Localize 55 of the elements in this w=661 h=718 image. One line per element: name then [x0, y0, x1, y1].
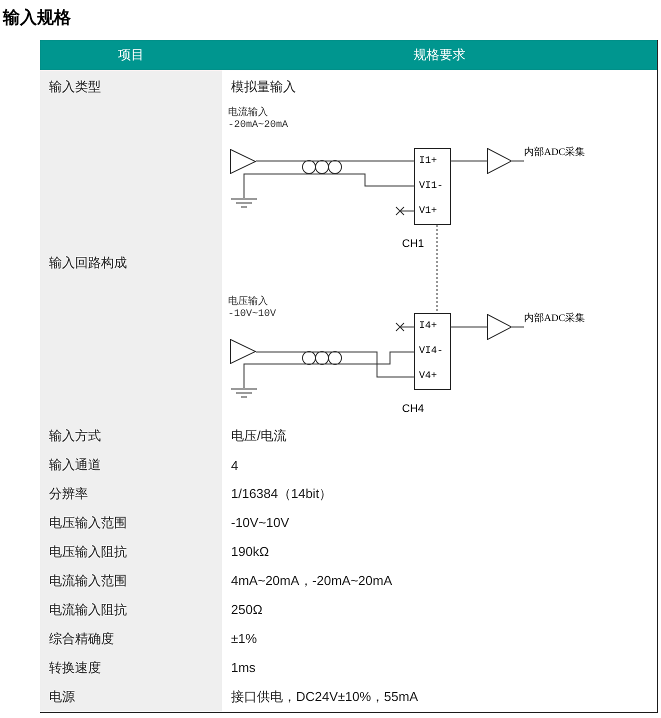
row-label: 输入类型	[40, 70, 223, 105]
wire	[436, 224, 438, 314]
row-label: 综合精确度	[40, 624, 223, 654]
row-label: 输入方式	[40, 421, 223, 452]
signal-label: 电压输入 -10V~10V	[228, 297, 278, 321]
ground-symbol	[231, 198, 257, 210]
channel-module	[414, 313, 451, 390]
spec-value: 4mA~20mA，-20mA~20mA	[222, 566, 658, 596]
column-header: 项目	[40, 40, 223, 71]
wire	[256, 352, 414, 378]
amplifier-triangle	[487, 148, 512, 174]
amplifier-triangle	[487, 314, 512, 340]
column-header: 规格要求	[222, 40, 658, 71]
wire	[450, 326, 488, 328]
spec-value: 模拟量输入	[222, 70, 658, 105]
wire	[256, 160, 414, 162]
wire	[512, 160, 524, 162]
ground-symbol	[231, 388, 257, 400]
spec-value: 电压/电流	[222, 421, 658, 452]
row-label: 输入通道	[40, 451, 223, 480]
row-label: 电流输入阻抗	[40, 595, 223, 625]
wire	[244, 352, 414, 388]
wire	[512, 326, 524, 328]
amplifier-triangle	[230, 149, 256, 174]
spec-value: 1ms	[222, 653, 658, 683]
spec-value: ±1%	[222, 624, 658, 654]
channel-module	[414, 148, 451, 225]
channel-name: CH4	[402, 403, 424, 415]
output-label: 内部ADC采集	[524, 146, 596, 161]
spec-value: 250Ω	[222, 595, 658, 625]
spec-value: 1/16384（14bit）	[222, 479, 658, 509]
channel-name: CH1	[402, 238, 424, 250]
row-label: 电压输入范围	[40, 508, 223, 538]
pin-label: I4+	[419, 320, 438, 334]
wire	[244, 174, 414, 198]
amplifier-triangle	[230, 339, 256, 364]
spec-value: -10V~10V	[222, 508, 658, 538]
pin-label: VI1-	[419, 180, 444, 194]
section-title: 输入规格	[3, 7, 71, 29]
row-label: 电流输入范围	[40, 566, 223, 596]
pin-label: V4+	[419, 370, 438, 384]
signal-label: 电流输入 -20mA~20mA	[228, 108, 290, 132]
row-label: 转换速度	[40, 653, 223, 683]
pin-label: I1+	[419, 155, 438, 169]
pin-label: VI4-	[419, 345, 444, 359]
spec-value: 接口供电，DC24V±10%，55mA	[222, 682, 658, 713]
spec-value: 190kΩ	[222, 537, 658, 567]
row-label: 分辨率	[40, 479, 223, 509]
row-label: 电压输入阻抗	[40, 537, 223, 567]
pin-label: V1+	[419, 205, 438, 219]
spec-value: 4	[222, 451, 658, 480]
row-label: 电源	[40, 682, 223, 713]
wire	[450, 160, 488, 162]
output-label: 内部ADC采集	[524, 312, 596, 327]
row-label: 输入回路构成	[40, 104, 223, 422]
